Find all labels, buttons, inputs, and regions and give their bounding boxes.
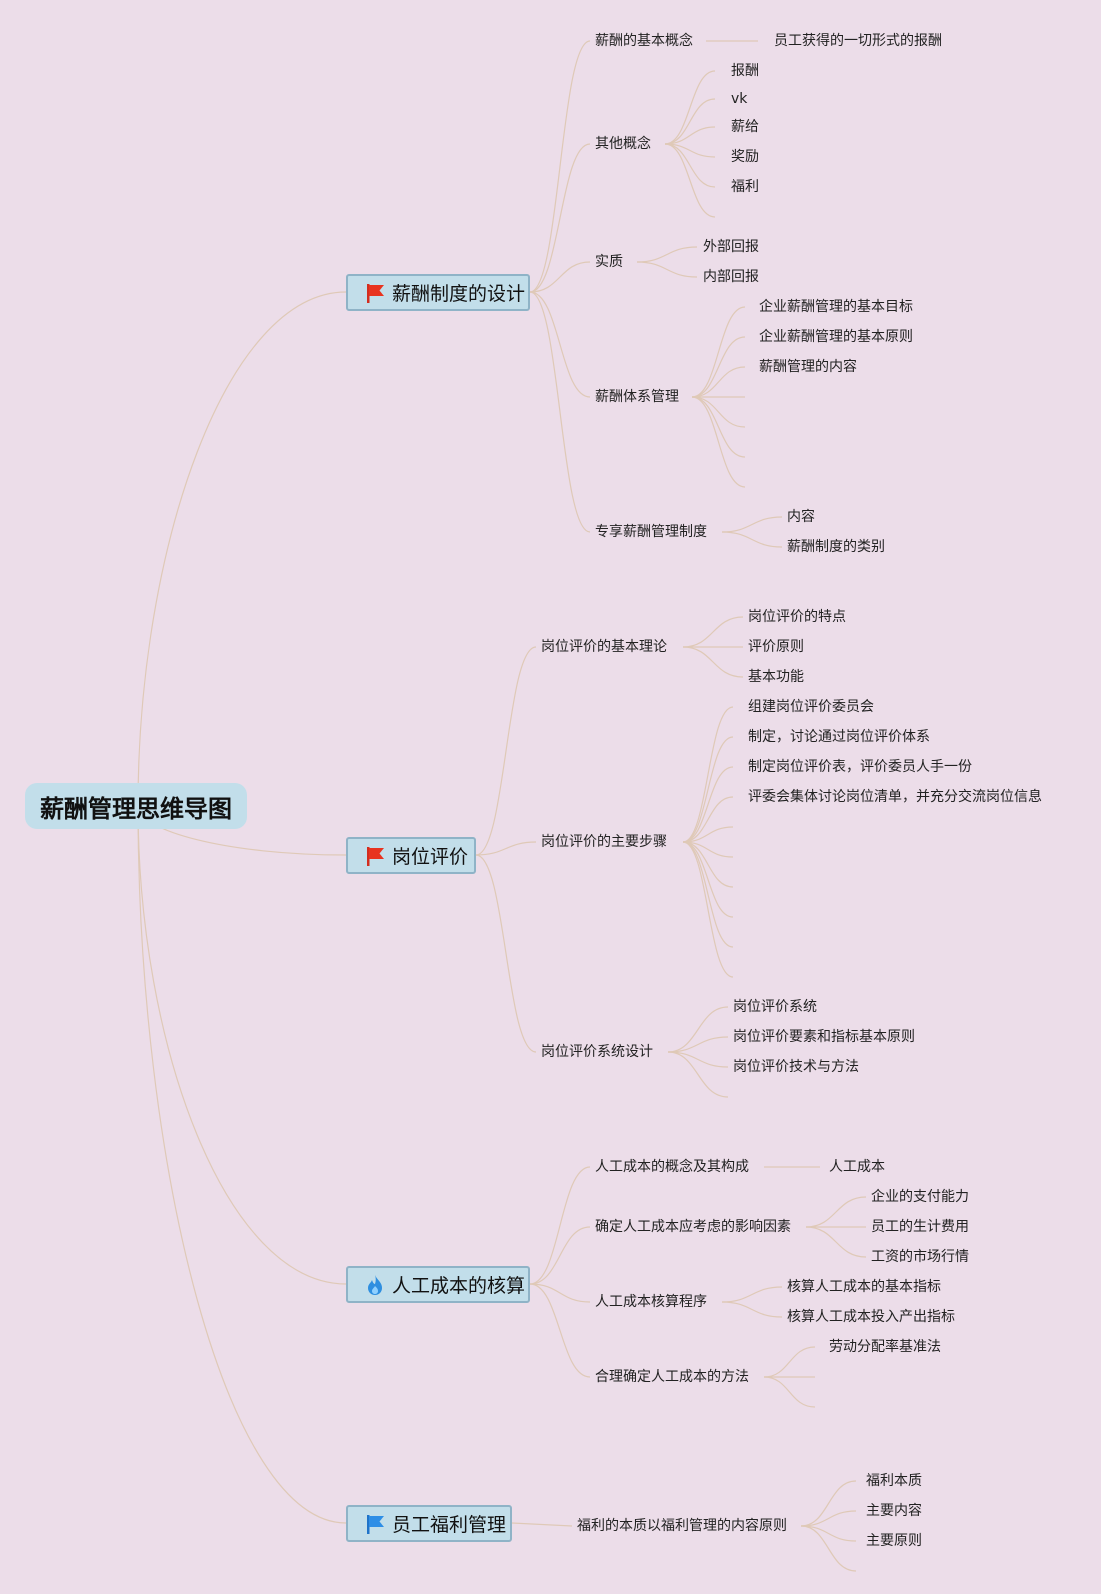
- topic-welfare-essence-principles[interactable]: 福利的本质以福利管理的内容原则: [577, 1518, 787, 1534]
- topic-job-eval-theory[interactable]: 岗位评价的基本理论: [541, 639, 667, 655]
- subtopic[interactable]: 报酬: [731, 63, 759, 79]
- subtopic[interactable]: 薪给: [731, 119, 759, 135]
- topic-essence[interactable]: 实质: [595, 254, 623, 270]
- subtopic[interactable]: 薪酬制度的类别: [787, 539, 885, 555]
- subtopic[interactable]: 岗位评价技术与方法: [733, 1059, 859, 1075]
- subtopic[interactable]: 内部回报: [703, 269, 759, 285]
- subtopic[interactable]: 主要原则: [866, 1533, 922, 1549]
- topic-salary-system-management[interactable]: 薪酬体系管理: [595, 389, 679, 405]
- branch-label: 人工成本的核算: [392, 1275, 526, 1297]
- subtopic[interactable]: 奖励: [731, 149, 759, 165]
- root-topic[interactable]: 薪酬管理思维导图: [25, 783, 247, 829]
- subtopic[interactable]: 工资的市场行情: [871, 1249, 969, 1265]
- subtopic[interactable]: 评委会集体讨论岗位清单，并充分交流岗位信息: [748, 789, 1042, 805]
- subtopic[interactable]: 制定岗位评价表，评价委员人手一份: [748, 759, 972, 775]
- subtopic[interactable]: 岗位评价系统: [733, 999, 817, 1015]
- topic-labor-cost-concept[interactable]: 人工成本的概念及其构成: [595, 1159, 749, 1175]
- branch-salary-system-design[interactable]: 薪酬制度的设计: [346, 274, 530, 311]
- branch-label: 员工福利管理: [392, 1514, 507, 1536]
- branch-job-evaluation[interactable]: 岗位评价: [346, 837, 476, 874]
- subtopic[interactable]: 企业的支付能力: [871, 1189, 969, 1205]
- subtopic[interactable]: 组建岗位评价委员会: [748, 699, 874, 715]
- subtopic[interactable]: 制定，讨论通过岗位评价体系: [748, 729, 930, 745]
- subtopic[interactable]: 福利: [731, 179, 759, 195]
- topic-other-concepts[interactable]: 其他概念: [595, 136, 651, 152]
- blue-flag-icon: [364, 1513, 386, 1535]
- subtopic[interactable]: 核算人工成本投入产出指标: [787, 1309, 955, 1325]
- subtopic[interactable]: 员工的生计费用: [871, 1219, 969, 1235]
- subtopic[interactable]: 薪酬管理的内容: [759, 359, 857, 375]
- subtopic[interactable]: 人工成本: [829, 1159, 885, 1175]
- branch-label: 薪酬制度的设计: [392, 283, 526, 305]
- subtopic[interactable]: 劳动分配率基准法: [829, 1339, 941, 1355]
- subtopic[interactable]: 评价原则: [748, 639, 804, 655]
- red-flag-icon: [364, 282, 386, 304]
- red-flag-icon: [364, 845, 386, 867]
- branch-labor-cost-accounting[interactable]: 人工成本的核算: [346, 1266, 530, 1303]
- subtopic[interactable]: 福利本质: [866, 1473, 922, 1489]
- topic-exclusive-salary-rules[interactable]: 专享薪酬管理制度: [595, 524, 707, 540]
- subtopic[interactable]: 企业薪酬管理的基本原则: [759, 329, 913, 345]
- branch-label: 岗位评价: [392, 846, 469, 868]
- topic-job-eval-system-design[interactable]: 岗位评价系统设计: [541, 1044, 653, 1060]
- subtopic[interactable]: 员工获得的一切形式的报酬: [774, 33, 942, 49]
- fire-icon: [364, 1274, 386, 1296]
- subtopic[interactable]: 核算人工成本的基本指标: [787, 1279, 941, 1295]
- subtopic[interactable]: 内容: [787, 509, 815, 525]
- branch-employee-welfare[interactable]: 员工福利管理: [346, 1505, 512, 1542]
- subtopic[interactable]: vk: [731, 91, 748, 107]
- topic-salary-basic-concept[interactable]: 薪酬的基本概念: [595, 33, 693, 49]
- subtopic[interactable]: 外部回报: [703, 239, 759, 255]
- subtopic[interactable]: 岗位评价的特点: [748, 609, 846, 625]
- subtopic[interactable]: 岗位评价要素和指标基本原则: [733, 1029, 915, 1045]
- subtopic[interactable]: 主要内容: [866, 1503, 922, 1519]
- subtopic[interactable]: 企业薪酬管理的基本目标: [759, 299, 913, 315]
- topic-labor-cost-procedure[interactable]: 人工成本核算程序: [595, 1294, 707, 1310]
- topic-job-eval-steps[interactable]: 岗位评价的主要步骤: [541, 834, 667, 850]
- subtopic[interactable]: 基本功能: [748, 669, 804, 685]
- topic-labor-cost-methods[interactable]: 合理确定人工成本的方法: [595, 1369, 749, 1385]
- topic-labor-cost-factors[interactable]: 确定人工成本应考虑的影响因素: [595, 1219, 791, 1235]
- root-topic-label: 薪酬管理思维导图: [40, 794, 232, 823]
